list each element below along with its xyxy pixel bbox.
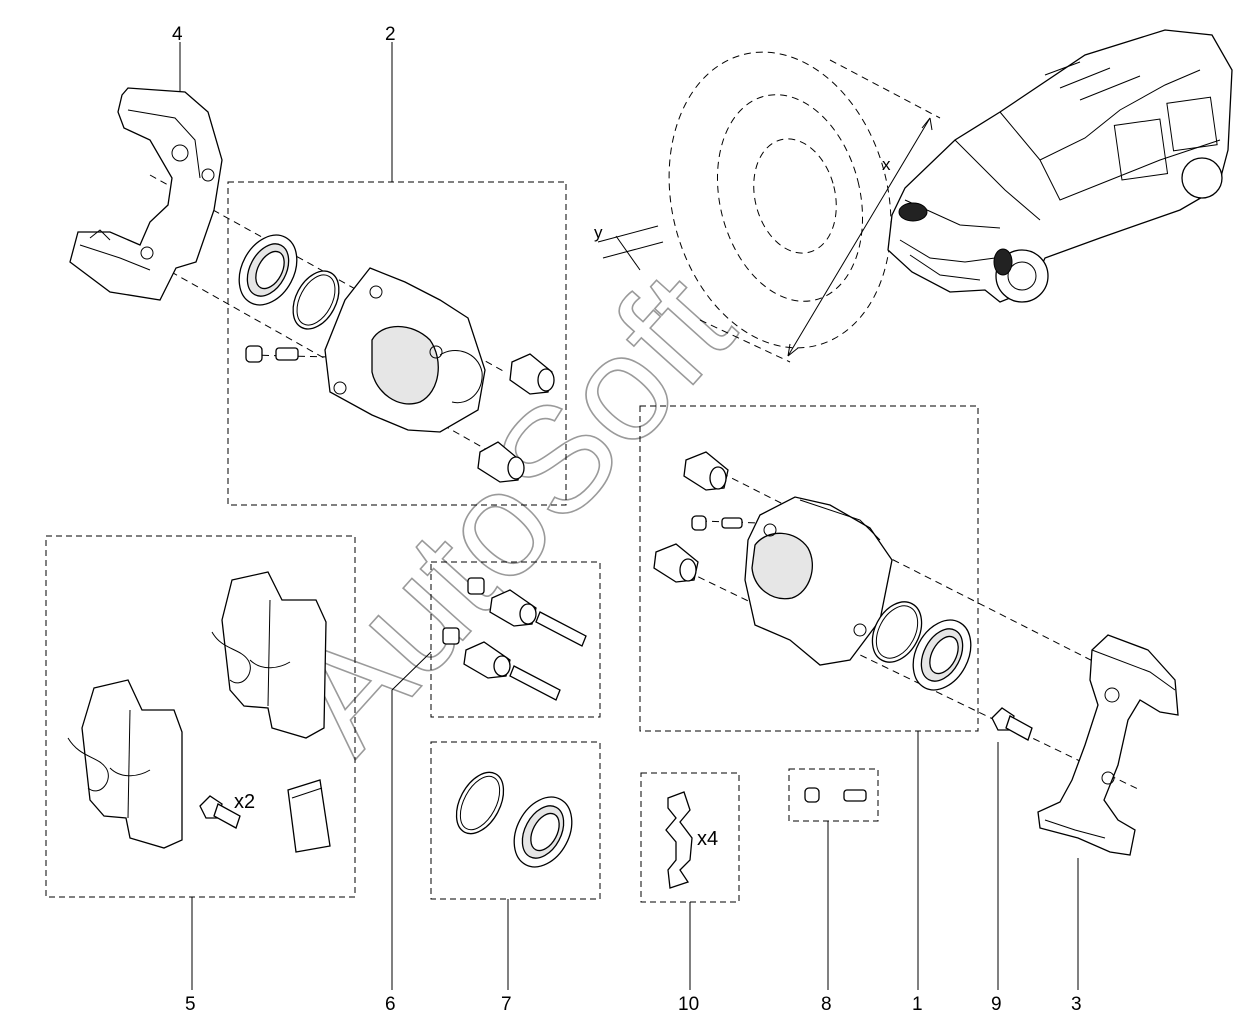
caliper-assembly-1 (653, 451, 972, 691)
caliper-assembly-2 (238, 234, 555, 483)
callout-10: 10 (678, 994, 699, 1015)
brake-carrier-left (69, 87, 223, 301)
callout-labels: 4 2 5 6 7 10 8 1 9 3 (172, 24, 1082, 1015)
callout-9: 9 (991, 994, 1002, 1015)
callout-4: 4 (172, 24, 183, 45)
multiplier-x4: x4 (697, 828, 718, 850)
bolt-9 (991, 707, 1033, 741)
dimension-x-label: x (882, 155, 891, 174)
leader-lines (179, 42, 1079, 990)
seal-kit-7 (455, 771, 573, 868)
group-box-8 (788, 768, 879, 822)
callout-6: 6 (385, 994, 396, 1015)
guide-pin-kit-6 (442, 577, 587, 701)
callout-1: 1 (912, 994, 923, 1015)
watermark: AutoSoft (253, 241, 764, 783)
callout-2: 2 (385, 24, 396, 45)
pad-clip-10: x4 (665, 791, 718, 889)
callout-3: 3 (1071, 994, 1082, 1015)
callout-5: 5 (185, 994, 196, 1015)
multiplier-x2: x2 (234, 791, 255, 813)
group-box-5 (45, 535, 356, 898)
group-box-2 (227, 181, 567, 506)
callout-7: 7 (501, 994, 512, 1015)
group-box-7 (430, 741, 601, 900)
brake-pad-set-5: x2 (67, 571, 331, 853)
group-box-1 (639, 405, 979, 732)
callout-8: 8 (821, 994, 832, 1015)
dimension-y-label: y (594, 223, 603, 242)
vehicle-illustration (887, 29, 1233, 303)
svg-text:AutoSoft: AutoSoft (254, 241, 764, 781)
wheel-diagram: x y (594, 51, 941, 363)
bleed-kit-8 (804, 787, 867, 803)
group-box-6 (430, 561, 601, 718)
brake-carrier-right (1037, 634, 1179, 856)
